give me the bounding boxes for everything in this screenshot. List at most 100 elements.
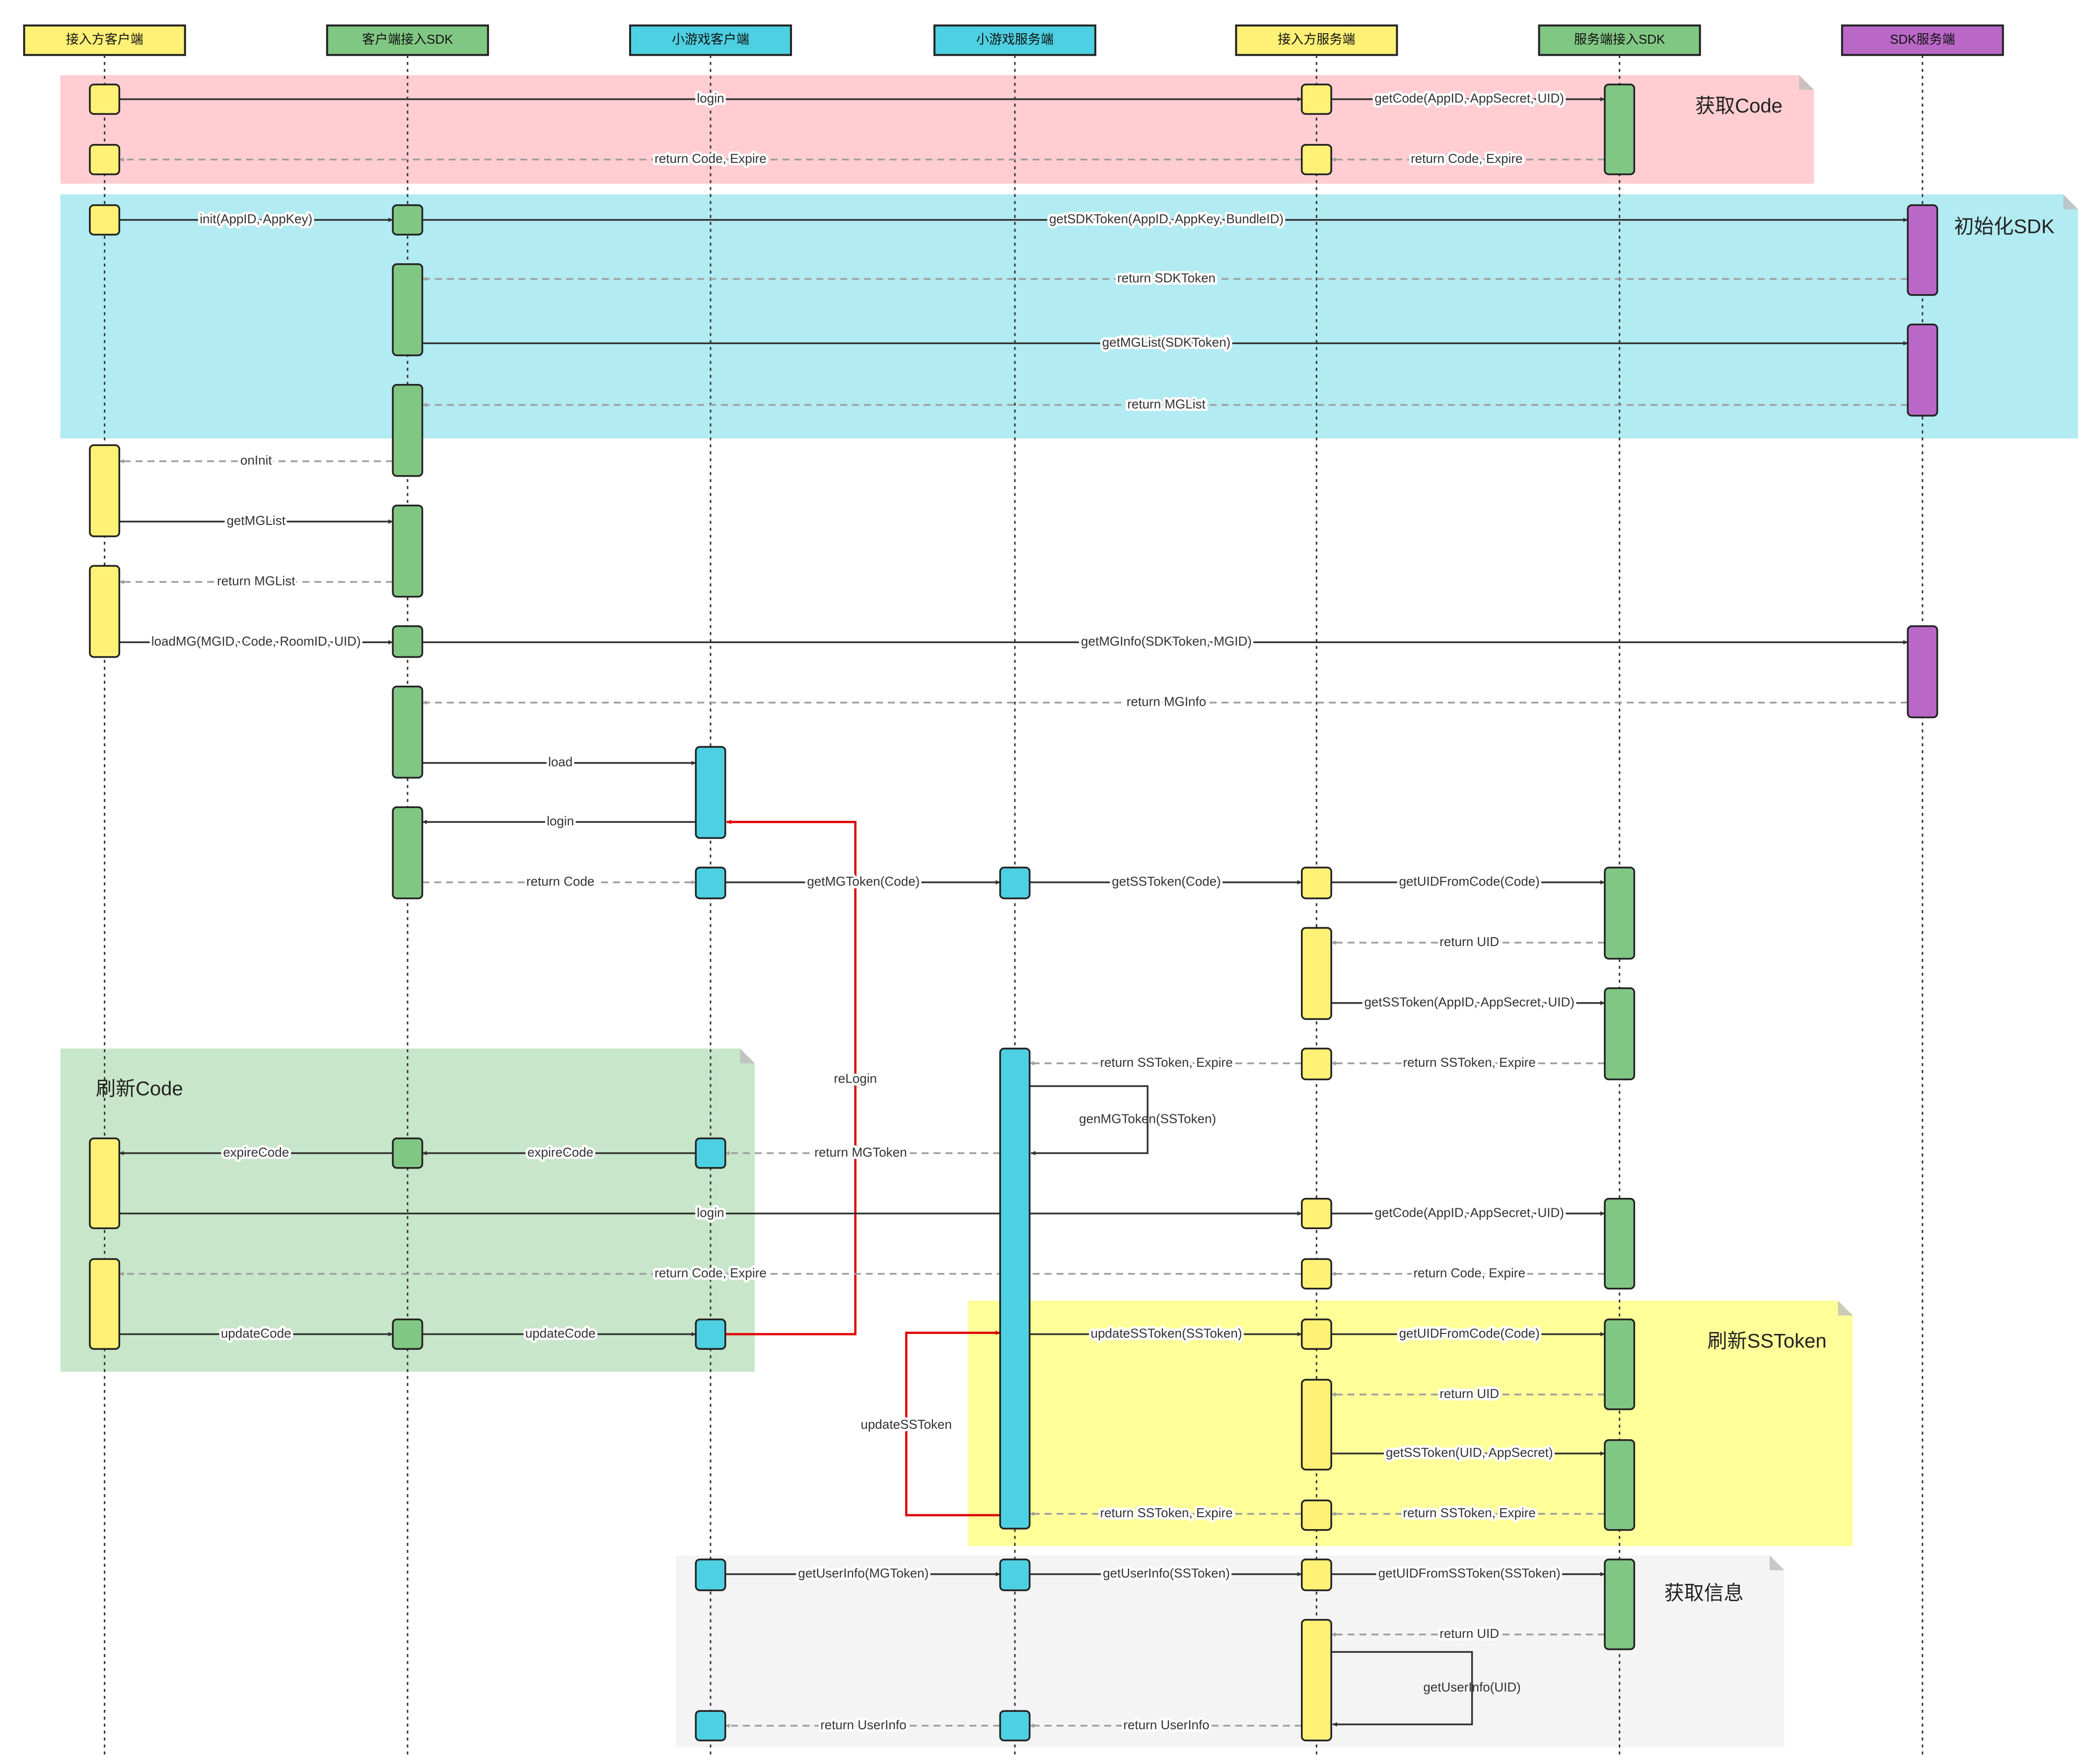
- activation-p6: [1604, 1439, 1636, 1531]
- message-label: return UserInfo: [820, 1717, 906, 1732]
- participant-box: [326, 24, 489, 56]
- message-label: return MGList: [217, 574, 295, 588]
- activation-p3: [695, 867, 726, 899]
- message-label: expireCode: [223, 1145, 289, 1160]
- activation-p1: [89, 83, 121, 115]
- message-label: return UserInfo: [1123, 1717, 1209, 1732]
- participant-header-p5: 接入方服务端: [1235, 24, 1398, 56]
- activation-p5: [1300, 1047, 1332, 1081]
- activation-p6: [1604, 1558, 1636, 1650]
- participant-box: [1538, 24, 1701, 56]
- message-label: return SSToken, Expire: [1100, 1055, 1232, 1070]
- red-path-label: reLogin: [834, 1071, 877, 1086]
- message-label: return UID: [1439, 934, 1499, 949]
- participant-label: 接入方服务端: [1278, 32, 1355, 47]
- activation-p6: [1604, 1319, 1636, 1410]
- message-label: login: [697, 91, 724, 106]
- participant-label: 服务端接入SDK: [1574, 32, 1665, 47]
- message-label: getUIDFromSSToken(SSToken): [1378, 1566, 1561, 1581]
- activation-p3: [695, 1558, 726, 1591]
- activation-p2: [392, 625, 424, 658]
- message-46: [1331, 1651, 1473, 1727]
- activation-p5: [1300, 1499, 1332, 1531]
- activation-p6: [1604, 1198, 1636, 1290]
- region-init-sdk: [60, 194, 2078, 439]
- activation-p3: [695, 1137, 726, 1169]
- message-label: getSSToken(Code): [1112, 874, 1221, 888]
- message-label: getSSToken(AppID, AppSecret, UID): [1364, 994, 1574, 1009]
- participant-label: 小游戏客户端: [672, 32, 749, 47]
- region-title: 获取信息: [1664, 1582, 1744, 1604]
- red-path-update-sstoken-loop: [905, 1330, 1001, 1517]
- participant-box: [629, 24, 792, 56]
- message-label: expireCode: [527, 1145, 593, 1160]
- red-path-label: updateSSToken: [861, 1417, 952, 1432]
- activation-p7: [1907, 323, 1938, 417]
- message-label: getUIDFromCode(Code): [1399, 874, 1540, 888]
- message-label: return SSToken, Expire: [1100, 1505, 1232, 1520]
- participant-header-p7: SDK服务端: [1841, 24, 2004, 56]
- message-label: getMGToken(Code): [807, 874, 920, 888]
- participant-box: [1235, 24, 1398, 56]
- participant-label: 客户端接入SDK: [362, 32, 453, 47]
- activation-p4: [999, 1558, 1031, 1591]
- message-label: getMGInfo(SDKToken, MGID): [1081, 634, 1252, 649]
- red-path-line: [725, 819, 857, 1335]
- activation-p2: [392, 505, 424, 598]
- participant-label: 小游戏服务端: [976, 32, 1054, 47]
- activation-p3: [695, 1710, 726, 1742]
- activation-p3: [695, 1319, 726, 1350]
- message-label: login: [547, 813, 574, 828]
- message-26: [1029, 1085, 1148, 1156]
- message-label: getSDKToken(AppID, AppKey, BundleID): [1049, 212, 1284, 226]
- message-label: login: [697, 1205, 724, 1220]
- activation-p1: [89, 144, 121, 175]
- activation-p4: [999, 1047, 1031, 1530]
- activation-p2: [392, 1137, 424, 1169]
- activation-p2: [392, 204, 424, 236]
- message-label: return MGList: [1127, 396, 1206, 411]
- activation-p5: [1300, 1618, 1332, 1742]
- message-label: return Code: [526, 874, 594, 888]
- activation-p1: [89, 204, 121, 236]
- region-title: 初始化SDK: [1954, 216, 2055, 238]
- activation-p5: [1300, 1379, 1332, 1470]
- participant-header-p4: 小游戏服务端: [933, 24, 1096, 56]
- activation-p2: [392, 685, 424, 779]
- activation-p1: [89, 444, 121, 537]
- message-label: getUIDFromCode(Code): [1399, 1325, 1540, 1340]
- message-label: getSSToken(UID, AppSecret): [1386, 1445, 1553, 1460]
- region-get-code-bg: [60, 75, 1814, 184]
- message-label: return MGToken: [814, 1145, 907, 1160]
- region-title: 刷新Code: [96, 1078, 183, 1100]
- message-label: getCode(AppID, AppSecret, UID): [1374, 91, 1564, 106]
- message-label: load: [548, 754, 573, 769]
- message-label: getUserInfo(MGToken): [798, 1566, 929, 1581]
- activation-p5: [1300, 1198, 1332, 1229]
- participant-box: [23, 24, 186, 56]
- message-label: return Code, Expire: [654, 1265, 766, 1280]
- activation-p1: [89, 1258, 121, 1350]
- activation-p1: [89, 1137, 121, 1229]
- activation-p5: [1300, 83, 1332, 115]
- message-label: return SSToken, Expire: [1403, 1055, 1536, 1070]
- message-line: [1029, 1085, 1148, 1156]
- message-label: return SDKToken: [1117, 270, 1216, 285]
- participant-header-p1: 接入方客户端: [23, 24, 186, 56]
- activation-p7: [1907, 625, 1938, 719]
- red-path-relogin: [725, 819, 857, 1335]
- message-label: return Code, Expire: [1413, 1265, 1525, 1280]
- message-label: updateCode: [221, 1325, 291, 1340]
- message-label: updateCode: [525, 1325, 596, 1340]
- activation-p6: [1604, 83, 1636, 175]
- message-label: loadMG(MGID, Code, RoomID, UID): [151, 634, 361, 649]
- region-refresh-code-fold: [740, 1048, 755, 1064]
- message-label: return MGInfo: [1127, 694, 1206, 709]
- activation-p4: [999, 1710, 1031, 1742]
- participant-box: [933, 24, 1096, 56]
- activation-p5: [1300, 927, 1332, 1020]
- message-line: [1331, 1651, 1473, 1727]
- message-label: return Code, Expire: [654, 151, 766, 166]
